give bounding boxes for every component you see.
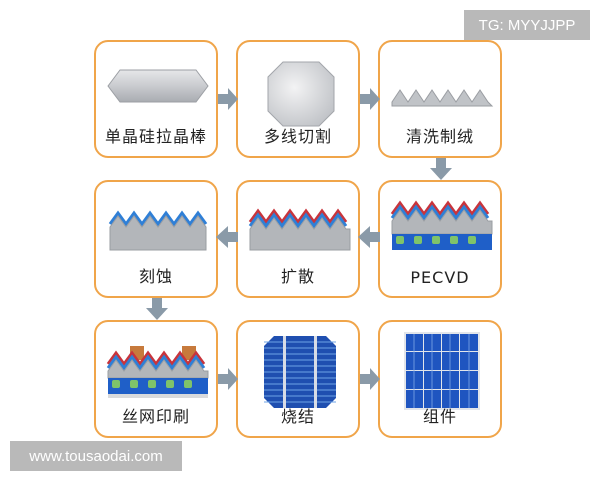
step-label-module: 组件 [422,407,457,426]
etched-layer-icon [108,210,208,251]
arrow-left-icon [358,226,380,248]
step-label-etching: 刻蚀 [138,267,173,286]
watermark-tg: TG: MYYJJPP [464,10,590,40]
step-label-pecvd: PECVD [410,268,470,287]
step-card-module: 组件 [378,320,502,438]
step-card-texturing: 清洗制绒 [378,40,502,158]
step-label-diffusion: 扩散 [280,267,315,286]
arrow-right-icon [360,368,380,390]
arrow-down-icon [146,298,168,320]
step-label-screen-print: 丝网印刷 [121,407,190,426]
step-label-wire-cut: 多线切割 [263,127,332,146]
pecvd-layer-icon [390,200,493,250]
arrow-right-icon [360,88,380,110]
arrow-right-icon [218,368,238,390]
arrow-left-icon [216,226,238,248]
silicon-ingot-icon [107,69,209,103]
step-label-texturing: 清洗制绒 [405,127,474,146]
step-card-etching: 刻蚀 [94,180,218,298]
step-label-sintering: 烧结 [280,407,315,426]
sintered-cell-icon [264,336,336,408]
diffusion-layer-icon [248,208,351,251]
texture-sawtooth-icon [391,89,494,107]
step-card-sintering: 烧结 [236,320,360,438]
arrow-right-icon [218,88,238,110]
step-card-wire-cut: 多线切割 [236,40,360,158]
step-card-ingot: 单晶硅拉晶棒 [94,40,218,158]
step-card-screen-print: 丝网印刷 [94,320,218,438]
screen-print-icon [106,346,209,398]
step-card-diffusion: 扩散 [236,180,360,298]
watermark-website: www.tousaodai.com [10,441,182,471]
step-label-ingot: 单晶硅拉晶棒 [104,127,207,146]
wafer-square-icon [267,61,335,127]
solar-module-icon [404,332,480,410]
arrow-down-icon [430,158,452,180]
step-card-pecvd: PECVD [378,180,502,298]
